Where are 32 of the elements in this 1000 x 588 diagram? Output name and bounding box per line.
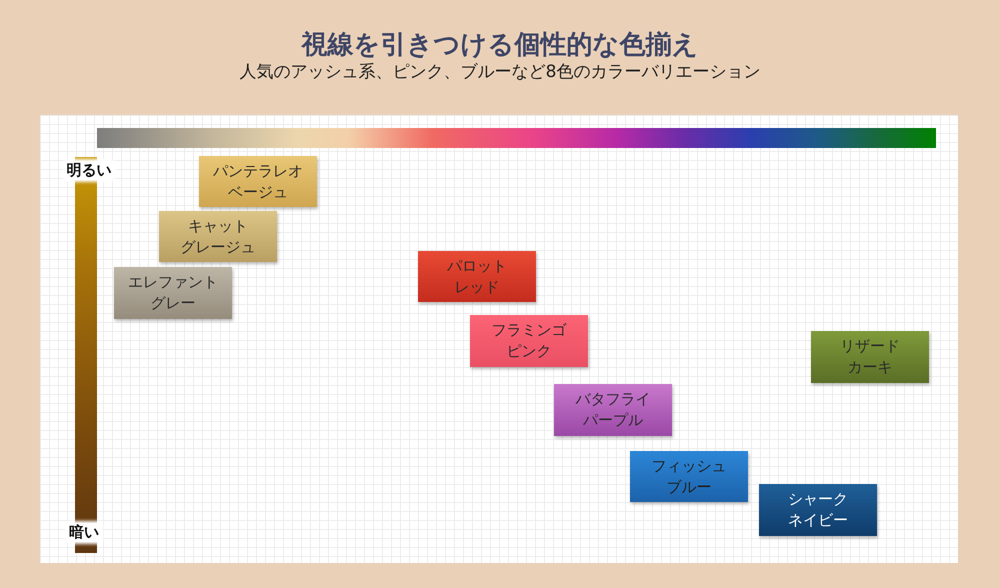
color-box	[159, 211, 277, 262]
color-name: レッド	[454, 276, 500, 298]
color-name: パープル	[583, 410, 643, 431]
color-box	[114, 267, 232, 319]
subtitle: 人気のアッシュ系、ピンク、ブルーなど8色のカラーバリエーション	[240, 61, 760, 83]
color-name: ネイビー	[788, 510, 848, 531]
color-name: パンテラレオ	[213, 160, 303, 182]
color-name: ベージュ	[228, 182, 288, 202]
color-name: キャット	[188, 216, 248, 236]
color-name: ブルー	[666, 476, 712, 498]
hue-gradient-bar	[97, 128, 936, 148]
color-name: シャーク	[788, 489, 848, 510]
color-box	[630, 451, 748, 502]
axis-label: 明るい	[64, 161, 114, 180]
color-name: バタフライ	[576, 389, 650, 410]
color-name: ピンク	[506, 341, 552, 362]
color-name: パロット	[447, 256, 507, 276]
axis-label: 暗い	[67, 523, 101, 542]
color-box	[759, 484, 877, 536]
title: 視線を引きつける個性的な色揃え	[302, 29, 698, 61]
color-box	[470, 315, 588, 367]
color-box	[554, 384, 672, 436]
color-name: フィッシュ	[652, 456, 726, 476]
color-name: カーキ	[848, 357, 892, 378]
color-box	[418, 251, 536, 302]
color-name: フラミンゴ	[492, 320, 566, 341]
color-name: グレー	[150, 293, 196, 314]
color-name: グレージュ	[180, 236, 256, 258]
color-name: リザード	[840, 336, 900, 357]
color-name: エレファント	[128, 272, 218, 293]
color-box	[811, 331, 929, 383]
color-box	[199, 156, 317, 207]
